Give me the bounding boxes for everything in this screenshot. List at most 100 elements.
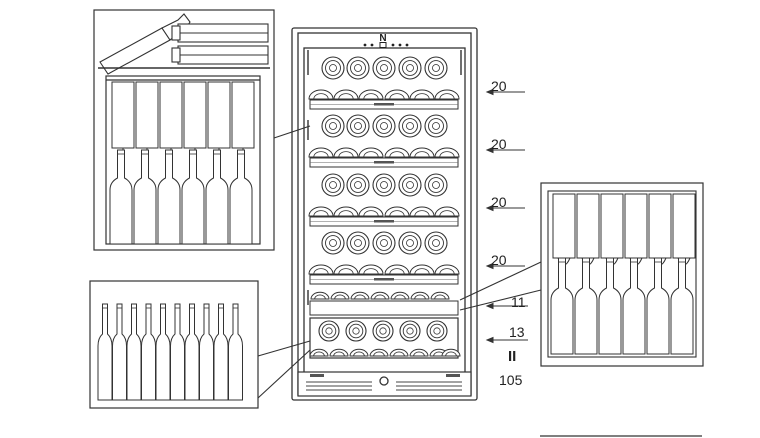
leader-bottom-left-2	[257, 349, 311, 399]
bottom-left-detail	[89, 280, 311, 409]
capacity-label-shelf-3: 20	[491, 194, 507, 210]
bottle-end	[369, 348, 389, 357]
bottle-end	[346, 231, 370, 255]
bottle-end	[399, 320, 421, 342]
control-panel: N	[363, 33, 409, 48]
bottle-end	[424, 173, 448, 197]
bottle-end	[424, 56, 448, 80]
bottle-end	[333, 264, 359, 275]
bottle-end	[398, 231, 422, 255]
bottle-end	[349, 348, 369, 357]
bottle	[600, 193, 624, 266]
bottle-end	[333, 206, 359, 217]
shelf-logos	[374, 103, 394, 281]
bottle-end	[308, 147, 334, 158]
bottle-end	[370, 291, 390, 300]
svg-text:N: N	[379, 33, 386, 44]
capacity-arrow	[485, 146, 525, 154]
bottle	[109, 149, 133, 245]
bottle-end	[398, 56, 422, 80]
capacity-label-shelf-5: 11	[511, 294, 526, 310]
bottle	[181, 149, 205, 245]
bottle	[205, 149, 229, 245]
bottle	[552, 193, 576, 266]
bottle-end	[372, 173, 396, 197]
capacity-label-shelf-2: 20	[491, 136, 507, 152]
bottle-end	[409, 89, 435, 100]
bottle-end	[409, 147, 435, 158]
cabinet-base	[297, 371, 472, 397]
bottle	[622, 257, 646, 355]
capacity-label-shelf-1: 20	[491, 78, 507, 94]
leader-top-left	[273, 125, 311, 139]
bottle	[574, 257, 598, 355]
bottom-drawer	[309, 317, 459, 359]
bottle-end	[389, 348, 409, 357]
bottle	[670, 257, 694, 355]
leader-bottom-left	[257, 340, 311, 357]
bottle-end	[308, 89, 334, 100]
bottle	[229, 149, 253, 245]
bottle-end	[358, 264, 384, 275]
bottle-end	[426, 320, 448, 342]
bottle	[648, 193, 672, 266]
capacity-arrow	[485, 262, 525, 270]
bottle-end	[430, 291, 450, 300]
bottle-end	[345, 320, 367, 342]
bottle-end	[372, 320, 394, 342]
bottle-end	[409, 348, 429, 357]
bottle-end	[424, 231, 448, 255]
bottle	[576, 193, 600, 266]
bottle	[111, 81, 135, 160]
bottle-end	[310, 291, 330, 300]
cabinet-bottle-ends	[308, 56, 461, 357]
bottle-end	[434, 89, 460, 100]
bottle-end	[318, 320, 340, 342]
bottle-end	[308, 264, 334, 275]
bottle-end	[409, 264, 435, 275]
bottle	[157, 149, 181, 245]
bottle-end	[309, 348, 329, 357]
bottle-end	[372, 231, 396, 255]
bottle-end	[384, 89, 410, 100]
bottle-end	[346, 56, 370, 80]
bottle	[550, 257, 574, 355]
bottle	[646, 257, 670, 355]
bottle-end	[358, 89, 384, 100]
bottle-end	[410, 291, 430, 300]
right-lower-bottles	[550, 257, 694, 355]
cabinet-hinges	[307, 50, 462, 305]
bottle-end	[346, 114, 370, 138]
bottle-end	[321, 114, 345, 138]
bottle-end	[424, 114, 448, 138]
bottle-end	[308, 206, 334, 217]
bottle-end	[329, 348, 349, 357]
top-left-lower-bottles	[109, 149, 253, 245]
bottle	[183, 81, 207, 160]
bottle-end	[330, 291, 350, 300]
total-capacity-label: 105	[499, 372, 523, 388]
bottle-end	[346, 173, 370, 197]
bottle-end	[434, 264, 460, 275]
top-left-detail	[93, 9, 311, 251]
bottle	[135, 81, 159, 160]
top-left-upper-bottles	[111, 81, 255, 160]
capacity-arrows	[485, 88, 528, 344]
capacity-label-shelf-4: 20	[491, 252, 507, 268]
bottle-end	[398, 114, 422, 138]
capacity-arrow	[485, 302, 528, 310]
bottle-end	[434, 206, 460, 217]
bottle	[231, 81, 255, 160]
bottle	[133, 149, 157, 245]
leader-right	[459, 261, 542, 301]
bottle-end	[398, 173, 422, 197]
bottle	[624, 193, 648, 266]
bottle-end	[350, 291, 370, 300]
bottle-end	[321, 56, 345, 80]
bottle	[228, 303, 243, 401]
bottle-end	[409, 206, 435, 217]
bottle	[672, 193, 696, 266]
bottle-end	[372, 114, 396, 138]
